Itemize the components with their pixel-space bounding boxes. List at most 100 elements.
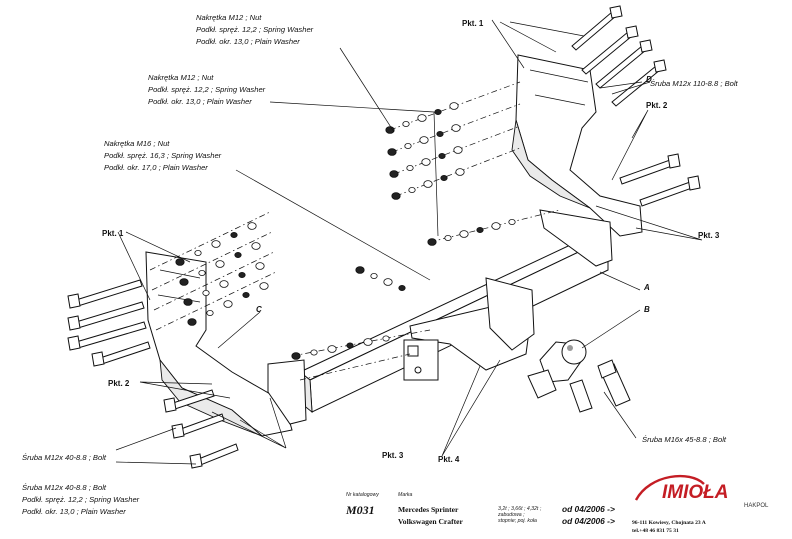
label-bolt-110: Śruba M12x 110-8.8 ; Bolt [650, 79, 739, 88]
label-bottom-group: Śruba M12x 40-8.8 ; Bolt Podkł. spręż. 1… [22, 483, 140, 516]
label-m16-group: Nakrętka M16 ; Nut Podkł. spręż. 16,3 ; … [104, 139, 222, 172]
washer-icon [370, 272, 378, 279]
point-1-top: Pkt. 1 [462, 19, 484, 28]
washer-icon [419, 136, 429, 144]
label-m16-nut: Nakrętka M16 ; Nut [104, 139, 170, 148]
washer-icon [459, 230, 469, 238]
label-bottom-spring: Podkł. spręż. 12,2 ; Spring Washer [22, 495, 140, 504]
washer-icon [444, 234, 452, 241]
crossbar-a [267, 209, 613, 425]
left-fasteners [67, 211, 277, 367]
washer-icon [408, 186, 416, 193]
washer-icon [291, 352, 301, 360]
logo-swoosh-icon [634, 474, 705, 501]
label-bolt-m12-40: Śruba M12x 40-8.8 ; Bolt [22, 453, 107, 462]
washer-icon [230, 231, 238, 238]
label-bolt-m16-45: Śruba M16x 45-8.8 ; Bolt [642, 435, 727, 444]
washer-icon [438, 152, 446, 159]
washer-icon [385, 126, 395, 134]
washer-icon [179, 278, 189, 286]
point-2-left: Pkt. 2 [108, 379, 130, 388]
washer-icon [255, 262, 265, 270]
label-top-plain: Podkł. okr. 13,0 ; Plain Washer [196, 37, 300, 46]
mid-fasteners [291, 209, 561, 381]
bracket-d [511, 54, 643, 237]
washer-icon [382, 335, 390, 342]
point-4: Pkt. 4 [438, 455, 460, 464]
washer-icon [219, 280, 229, 288]
catalog-label: Nr katalogowy [346, 492, 379, 498]
company-address: 96-111 Kowiesy, Chojnata 23 A [632, 520, 706, 526]
label-bottom-bolt: Śruba M12x 40-8.8 ; Bolt [22, 483, 107, 492]
ball-mount-plate [403, 277, 535, 381]
logo-text: IMIOŁA [662, 482, 729, 503]
washer-icon [402, 121, 410, 128]
washer-icon [406, 164, 414, 171]
top-fasteners [385, 5, 667, 200]
washer-icon [242, 291, 250, 298]
washer-icon [398, 284, 406, 291]
washer-icon [206, 309, 214, 316]
washer-icon [389, 170, 399, 178]
washer-icon [436, 130, 444, 137]
label-top-group: Nakrętka M12 ; Nut Podkł. spręż. 12,2 ; … [196, 13, 314, 46]
washer-icon [247, 222, 257, 230]
company-phone: tel.+48 46 831 75 31 [632, 528, 679, 534]
washer-icon [223, 300, 233, 308]
washer-icon [194, 249, 202, 256]
bracket-c [145, 251, 293, 437]
label-mid-spring: Podkł. spręż. 12,2 ; Spring Washer [148, 85, 266, 94]
washer-icon [449, 102, 459, 110]
washer-icon [327, 345, 337, 353]
washer-icon [187, 318, 197, 326]
washer-icon [183, 298, 193, 306]
date-line-2: od 04/2006 -> [562, 516, 615, 526]
car-line-2: Volkswagen Crafter [398, 517, 464, 526]
point-2-right: Pkt. 2 [646, 101, 668, 110]
dmc-line-3: stopnie; poj. koła [498, 518, 537, 524]
right-bolts [569, 153, 701, 413]
logo-subtext: HAKPOL [744, 503, 769, 509]
washer-icon [211, 240, 221, 248]
washer-icon [251, 242, 261, 250]
label-mid-nut: Nakrętka M12 ; Nut [148, 73, 214, 82]
washer-icon [453, 146, 463, 154]
point-3-bottom: Pkt. 3 [382, 451, 404, 460]
washer-icon [421, 158, 431, 166]
label-mid-group: Nakrętka M12 ; Nut Podkł. spręż. 12,2 ; … [148, 73, 266, 106]
part-letter-b: B [644, 305, 650, 314]
label-mid-plain: Podkł. okr. 13,0 ; Plain Washer [148, 97, 252, 106]
washer-icon [427, 238, 437, 246]
washer-icon [455, 168, 465, 176]
catalog-number: M031 [345, 503, 375, 517]
washer-icon [198, 269, 206, 276]
washer-icon [175, 258, 185, 266]
dmc-line-1: 3,2t ; 3,66t ; 4,32t ; [498, 506, 542, 512]
point-3-right: Pkt. 3 [698, 231, 720, 240]
washer-icon [440, 174, 448, 181]
label-m16-plain: Podkł. okr. 17,0 ; Plain Washer [104, 163, 208, 172]
leader-lines [115, 19, 703, 465]
washer-icon [423, 180, 433, 188]
washer-icon [434, 109, 442, 116]
title-block: Nr katalogowy M031 Marka Mercedes Sprint… [345, 492, 615, 526]
washer-icon [451, 124, 461, 132]
washer-icon [355, 266, 365, 274]
washer-icon [259, 282, 269, 290]
company-logo: IMIOŁA HAKPOL 96-111 Kowiesy, Chojnata 2… [632, 474, 769, 534]
point-1-left: Pkt. 1 [102, 229, 124, 238]
part-letter-a: A [643, 283, 650, 292]
washer-icon [310, 349, 318, 356]
washer-icon [387, 148, 397, 156]
car-line-1: Mercedes Sprinter [398, 505, 459, 514]
washer-icon [391, 192, 401, 200]
bottom-left-bolts [163, 389, 239, 469]
brand-label: Marka [398, 492, 413, 498]
washer-icon [491, 222, 501, 230]
label-top-spring: Podkł. spręż. 12,2 ; Spring Washer [196, 25, 314, 34]
washer-icon [238, 271, 246, 278]
part-letter-d: D [646, 75, 652, 84]
washer-icon [215, 260, 225, 268]
washer-icon [476, 226, 484, 233]
